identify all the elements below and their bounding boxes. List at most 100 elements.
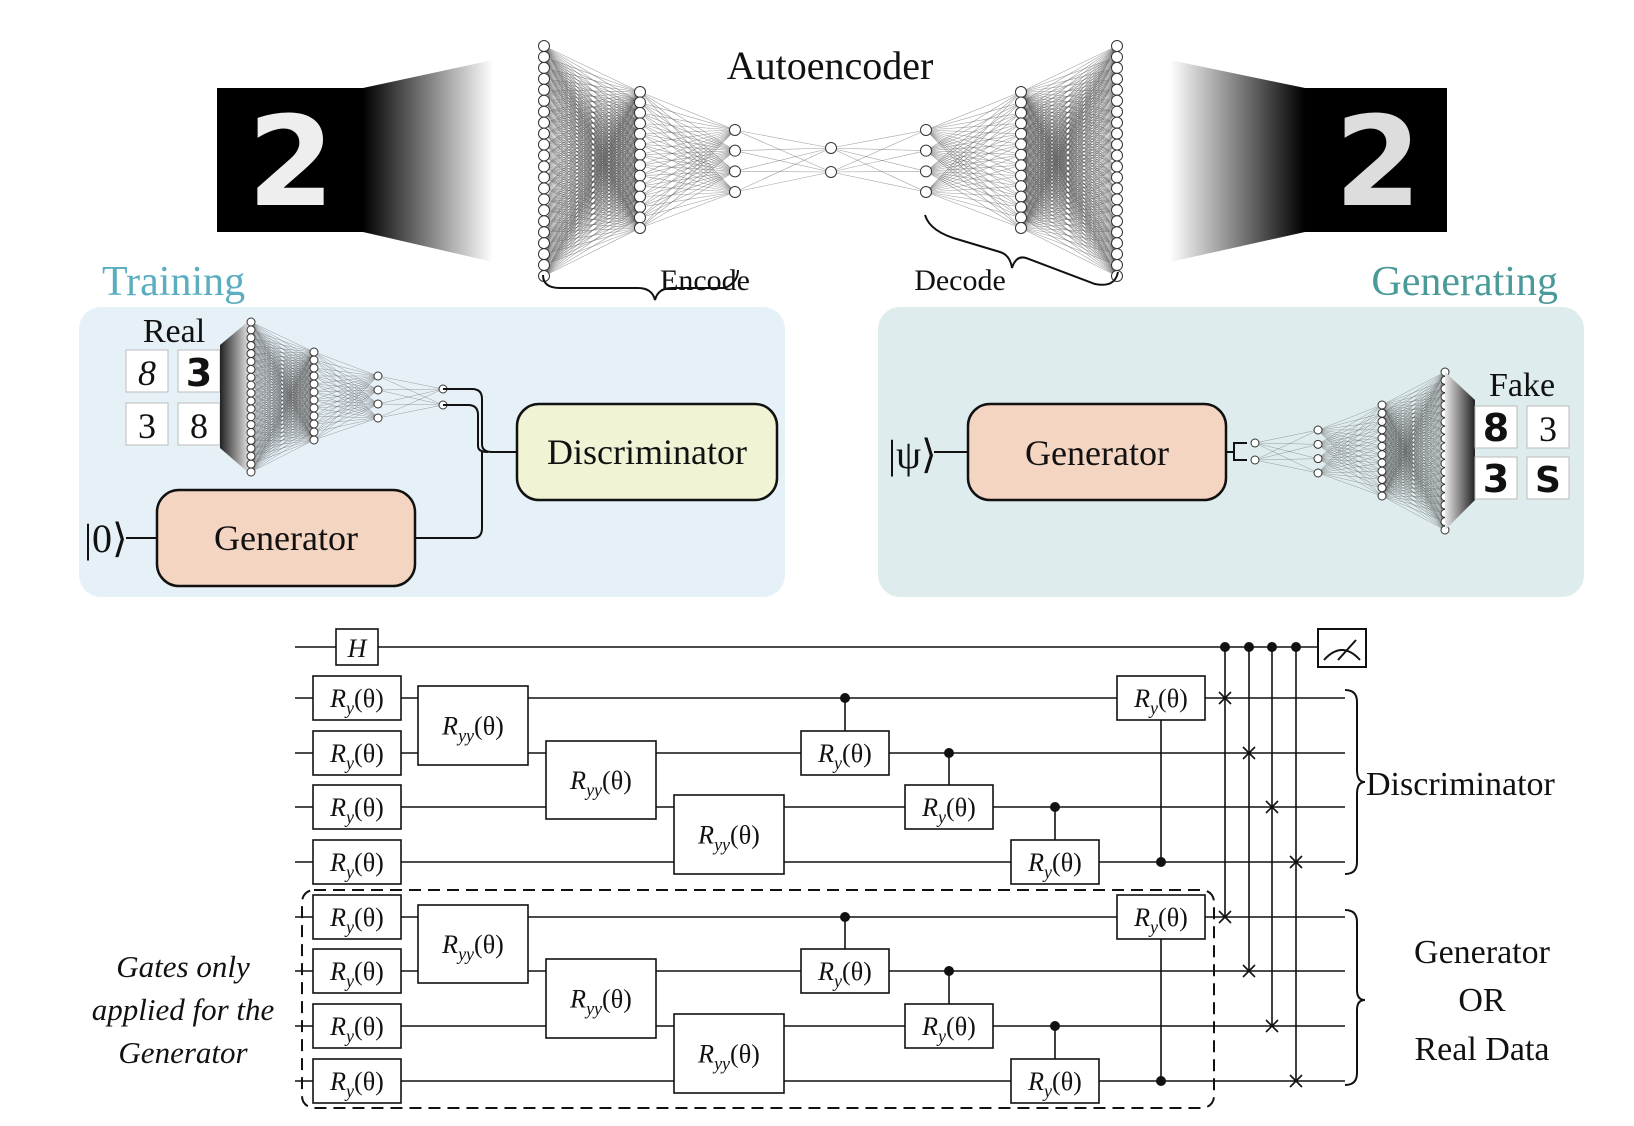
network-edge [734, 147, 832, 151]
network-node [1015, 138, 1027, 151]
network-edge [1381, 396, 1446, 497]
control-dot [1244, 642, 1254, 652]
network-edge [543, 91, 641, 211]
network-node [246, 317, 256, 327]
network-edge [925, 191, 1022, 218]
fake-digit-cell [1526, 456, 1570, 500]
ryy-gate: Ryy(θ) [545, 740, 657, 820]
network-edge [1381, 463, 1446, 497]
network-edge [313, 389, 379, 441]
network-edge [250, 351, 315, 410]
ry-gate: Ry(θ) [312, 730, 402, 776]
network-edge [1020, 45, 1118, 114]
network-edge [313, 351, 379, 419]
network-edge [639, 112, 736, 131]
network-node [538, 259, 550, 272]
network-edge [925, 191, 1022, 229]
network-edge [250, 375, 315, 473]
network-edge [250, 407, 315, 473]
network-node [1377, 474, 1387, 484]
controlled-ry-gate: Ry(θ) [800, 730, 890, 776]
network-edge [543, 133, 641, 277]
real-digit: 8 [138, 353, 156, 393]
network-node [538, 50, 550, 63]
network-edge [1381, 495, 1446, 506]
swap-cross [1289, 855, 1303, 869]
discriminator-register-label: Discriminator [1366, 766, 1556, 803]
network-edge [1317, 404, 1383, 459]
network-edge [313, 407, 379, 419]
network-edge [250, 351, 315, 417]
controlled-ry-gate: Ry(θ) [1116, 894, 1206, 940]
network-edge [1020, 45, 1118, 166]
real-digit-grid: 8 3 3 8 [125, 349, 221, 446]
network-edge [1381, 454, 1446, 497]
network-node [634, 159, 646, 172]
gate-label: Ry(θ) [329, 1067, 384, 1101]
network-edge [250, 337, 315, 353]
network-edge [313, 375, 379, 433]
network-edge [639, 129, 736, 218]
network-edge [543, 91, 641, 167]
network-edge [1020, 220, 1118, 229]
network-edge [1020, 45, 1118, 145]
network-edge [543, 102, 641, 277]
network-edge [639, 129, 736, 187]
gate-box [673, 1013, 785, 1094]
network-edge [1381, 380, 1446, 497]
training-panel: Training Real 8 3 3 8 Discriminator |0⟩ … [79, 259, 785, 597]
network-edge [734, 147, 832, 172]
generator-register-label-line3: Real Data [1415, 1031, 1550, 1068]
ryy-gate: Ryy(θ) [673, 794, 785, 875]
network-edge [1317, 413, 1383, 445]
network-edge [1381, 495, 1446, 497]
network-edge [925, 133, 1022, 193]
gate-box [545, 740, 657, 820]
network-edge [543, 91, 641, 178]
controlled-ry-gate: Ry(θ) [800, 948, 890, 994]
gate-label: Ry(θ) [1027, 848, 1082, 882]
network-node [1111, 204, 1123, 217]
network-edge [1381, 421, 1446, 497]
network-edge [1254, 458, 1319, 461]
network-edge [313, 375, 379, 419]
network-node [246, 396, 256, 406]
swap-cross [1265, 1019, 1279, 1033]
network-edge [830, 150, 927, 173]
network-edge [1381, 471, 1446, 497]
network-node [920, 186, 932, 198]
network-edge [1020, 78, 1118, 229]
network-edge [1020, 155, 1118, 229]
network-edge [543, 196, 641, 277]
network-edge [1317, 472, 1383, 488]
network-node [246, 467, 256, 477]
network-edge [543, 91, 641, 222]
real-digit-cell [125, 349, 169, 393]
network-node [246, 404, 256, 414]
gate-box [312, 948, 402, 994]
network-edge [1020, 45, 1118, 135]
network-edge [1317, 421, 1383, 459]
input-projection [363, 60, 493, 262]
gate-box [1116, 675, 1206, 721]
network-edge [313, 417, 379, 441]
gate-label: Ry(θ) [329, 793, 384, 827]
control-dot [1220, 642, 1230, 652]
network-edge [1317, 444, 1383, 472]
generator-label: Generator [1025, 433, 1169, 473]
network-edge [313, 359, 379, 377]
network-edge [377, 389, 444, 406]
network-edge [1317, 429, 1383, 497]
fake-label: Fake [1489, 367, 1555, 404]
network-node [1015, 159, 1027, 172]
network-edge [925, 91, 1022, 172]
network-edge [250, 351, 315, 473]
network-edge [250, 351, 315, 402]
network-edge [543, 91, 641, 277]
network-edge [313, 375, 379, 405]
network-edge [250, 351, 315, 457]
network-edge [313, 359, 379, 391]
network-edge [543, 185, 641, 277]
ry-gate: Ry(θ) [312, 675, 402, 721]
